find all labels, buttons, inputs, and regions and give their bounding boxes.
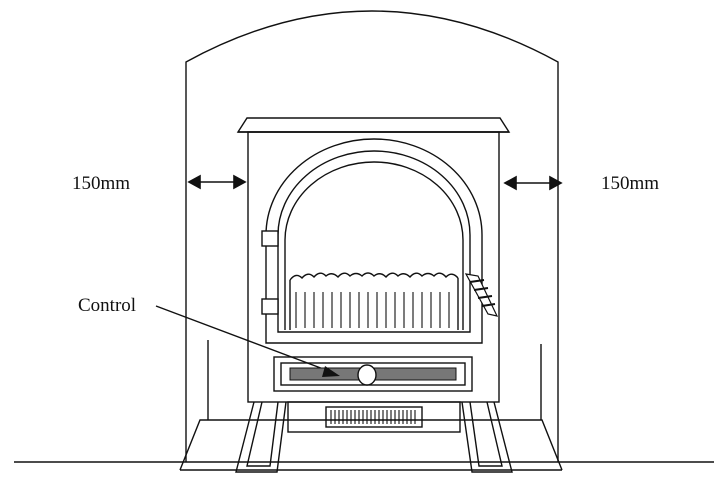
flame-effect [289, 272, 459, 281]
door-handle [464, 273, 499, 317]
door-hinge-bottom [261, 298, 279, 315]
left-clearance-arrow [187, 174, 247, 190]
heater-vent-panel [287, 401, 461, 433]
door-hinge-top [261, 230, 279, 247]
control-label: Control [78, 295, 137, 316]
right-clearance-label: 150mm [601, 173, 660, 194]
control-panel [273, 356, 473, 392]
control-pointer-line [155, 305, 335, 374]
stove-door-outer [265, 138, 483, 344]
right-clearance-arrow [503, 175, 563, 191]
control-knob [357, 364, 377, 386]
control-pointer-arrowhead [322, 366, 340, 377]
stove-top-plate [236, 117, 511, 133]
stove-leg-right [461, 401, 513, 473]
heater-vent [325, 406, 423, 428]
control-panel-inner [280, 362, 466, 386]
left-clearance-label: 150mm [72, 173, 131, 194]
stove-door-inner [277, 150, 471, 333]
log-bed-bars [295, 292, 450, 328]
fireplace-recess-outline [185, 10, 559, 462]
stove-leg-left [235, 401, 287, 473]
stove-window [284, 161, 464, 330]
heater-vent-slots [330, 410, 416, 424]
